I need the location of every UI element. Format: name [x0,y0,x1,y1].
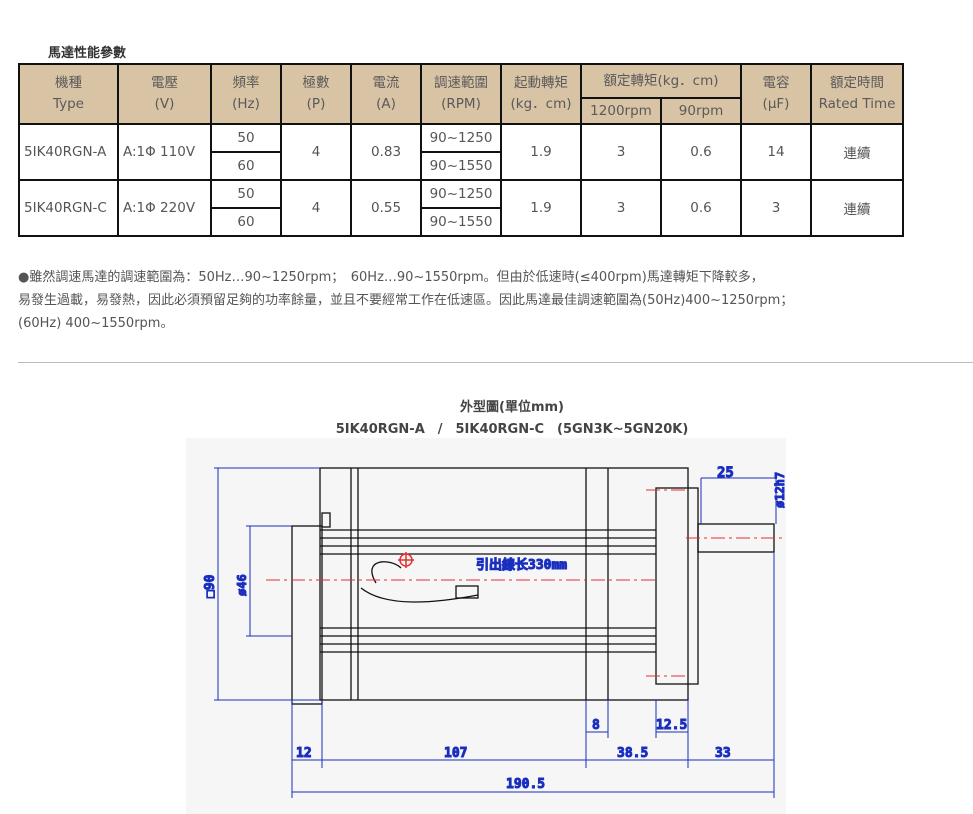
header-voltage: 電壓(V) [117,63,212,125]
cell-model: 5IK40RGN-A [18,123,119,181]
cell-torque-90: 0.6 [660,179,742,237]
header-capacitance: 電容(μF) [740,63,812,125]
cell-freq: 50 [210,179,282,209]
cell-range: 90~1250 [420,179,502,209]
cell-freq: 50 [210,123,282,153]
section-divider [18,362,973,363]
cell-current: 0.83 [350,123,422,181]
cell-poles: 4 [280,123,352,181]
dim-shaft-diameter: ø12h7 [773,472,786,508]
header-current: 電流(A) [350,63,422,125]
cell-freq: 60 [210,151,282,181]
section-title: 馬達性能參數 [48,46,127,61]
header-start-torque: 起動轉矩(kg．cm) [500,63,582,125]
header-frequency: 頻率(Hz) [210,63,282,125]
cell-torque-1200: 3 [580,179,662,237]
table-row: 5IK40RGN-A A:1Φ 110V 50 4 0.83 90~1250 1… [18,123,904,181]
dim-190-5: 190.5 [506,777,545,792]
cell-capacitance: 14 [740,123,812,181]
cell-current: 0.55 [350,179,422,237]
table-row: 60 90~1550 [19,151,903,181]
cell-freq: 60 [210,207,282,237]
cell-rated-time: 連續 [810,179,904,237]
note-line: ●雖然調速馬達的調速範圍為：50Hz…90~1250rpm； 60Hz…90~1… [18,270,764,285]
cell-start-torque: 1.9 [500,123,582,181]
note-line: 易發生過載，易發熱，因此必須預留足夠的功率餘量，並且不要經常工作在低速區。因此馬… [18,293,794,308]
cell-model: 5IK40RGN-C [18,179,119,237]
cell-voltage: A:1Φ 220V [117,179,212,237]
dim-107: 107 [444,746,467,761]
cell-rated-time: 連續 [810,123,904,181]
dim-12: 12 [296,746,312,761]
dim-8: 8 [592,718,600,733]
cell-torque-90: 0.6 [660,123,742,181]
cell-capacitance: 3 [740,179,812,237]
header-rated-torque: 額定轉矩(kg．cm) [580,63,742,99]
table-row: 5IK40RGN-C A:1Φ 220V 50 4 0.55 90~1250 1… [18,179,904,237]
motor-outline-svg: 25 ø12h7 □90 ø46 引出線长330mm 8 12.5 12 107… [203,465,786,798]
table-row: 60 90~1550 [19,207,903,237]
cell-range: 90~1550 [420,151,502,181]
cell-start-torque: 1.9 [500,179,582,237]
cell-range: 90~1550 [420,207,502,237]
cell-poles: 4 [280,179,352,237]
dim-33: 33 [715,746,731,761]
cell-torque-1200: 3 [580,123,662,181]
cell-range: 90~1250 [420,123,502,153]
header-torque-1200rpm: 1200rpm [580,97,662,125]
note-line: (60Hz) 400~1550rpm。 [18,316,174,331]
header-poles: 極數(P) [280,63,352,125]
motor-drawing: 25 ø12h7 □90 ø46 引出線长330mm 8 12.5 12 107… [186,438,786,814]
dim-12-5: 12.5 [656,718,687,733]
header-torque-90rpm: 90rpm [660,97,742,125]
dim-38-5: 38.5 [617,746,648,761]
dim-lead-length: 引出線长330mm [476,557,567,573]
dim-square-90: □90 [203,574,218,598]
header-speed-range: 調速範圍(RPM) [420,63,502,125]
dim-25: 25 [717,465,734,481]
dim-pilot-diameter: ø46 [235,574,249,596]
cell-voltage: A:1Φ 110V [117,123,212,181]
figure-subtitle: 5IK40RGN-A / 5IK40RGN-C (5GN3K~5GN20K) [335,422,689,437]
figure-title: 外型圖(單位mm) [460,400,564,415]
usage-note: ●雖然調速馬達的調速範圍為：50Hz…90~1250rpm； 60Hz…90~1… [18,266,908,335]
